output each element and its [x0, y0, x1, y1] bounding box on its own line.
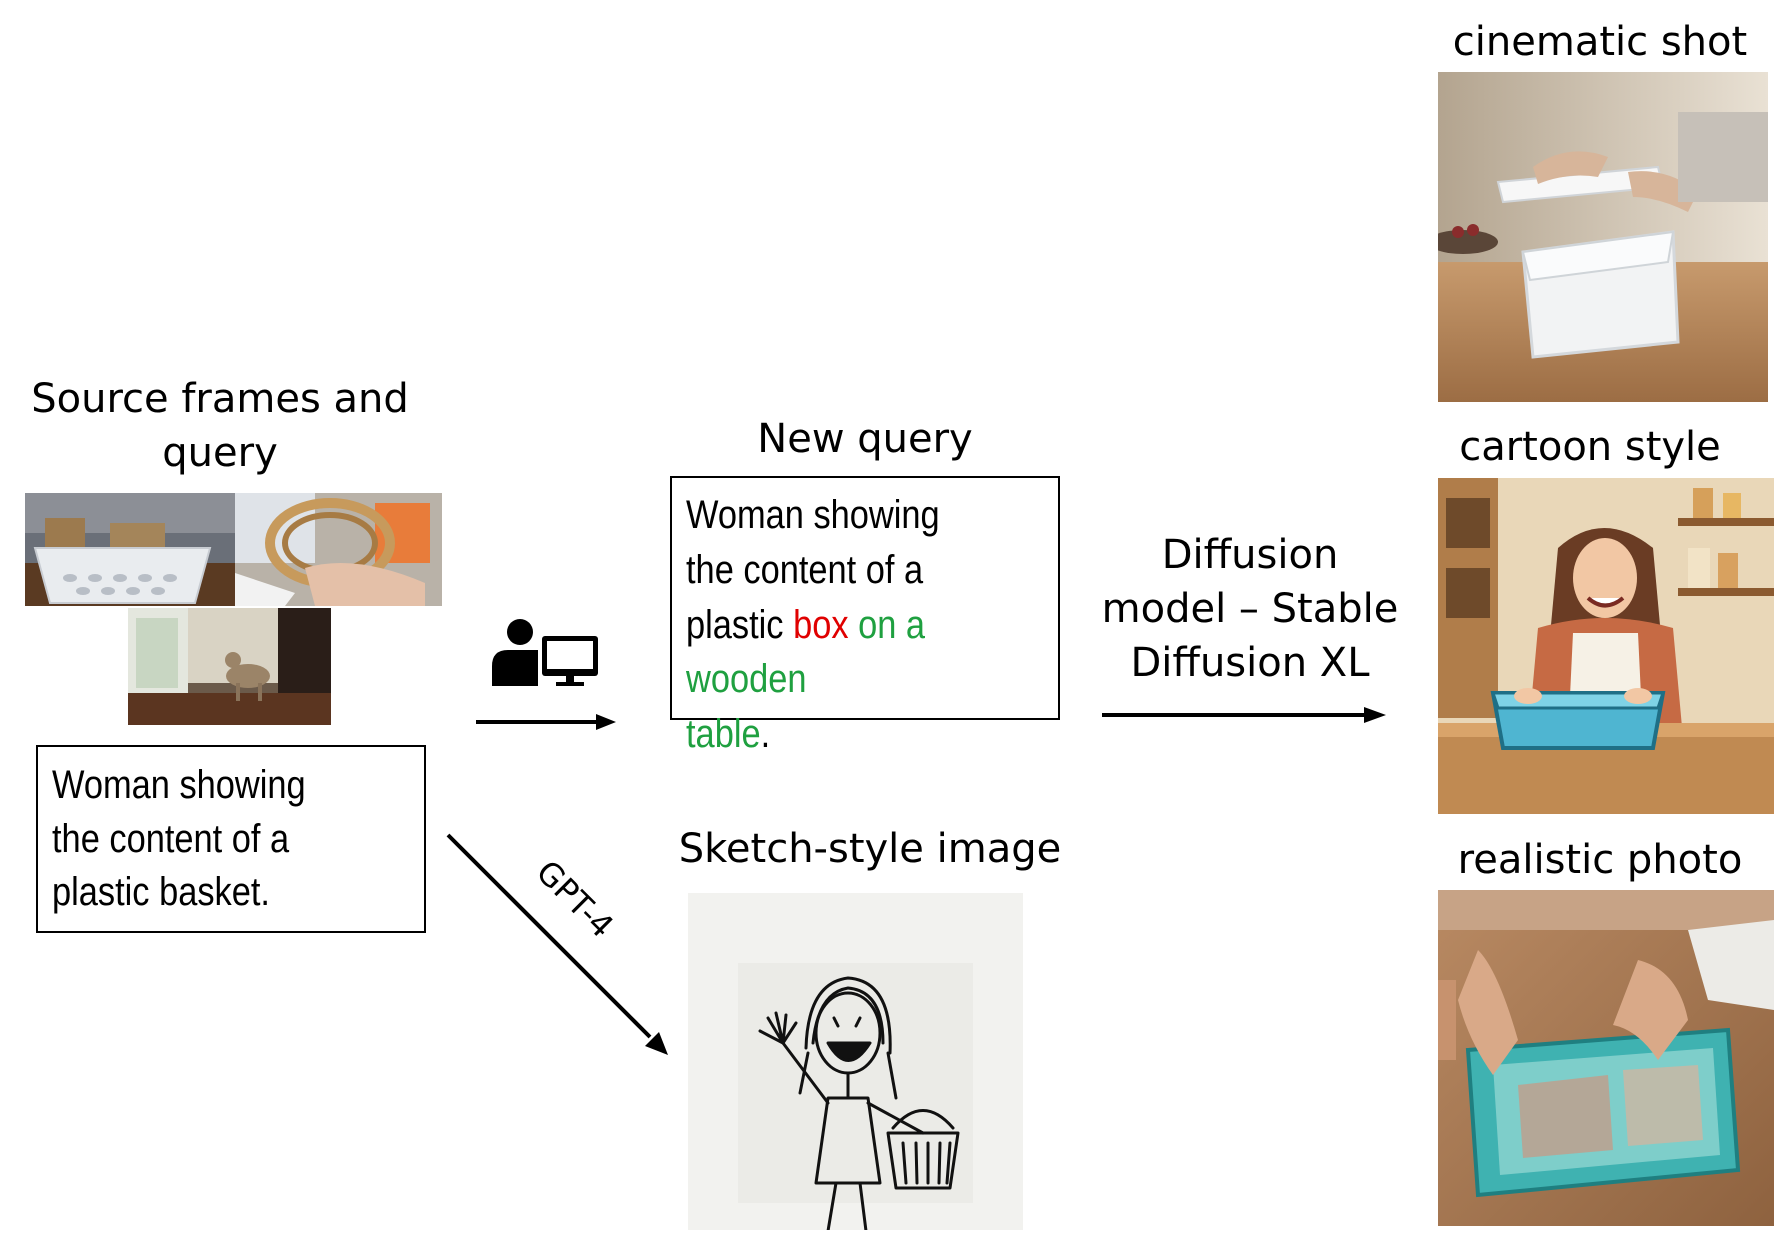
- new-query-text: Woman showing the content of a plastic b…: [686, 488, 987, 762]
- source-frame-3: [128, 608, 331, 725]
- source-frame-1: [25, 493, 235, 606]
- output-label-cinematic: cinematic shot: [1452, 19, 1748, 65]
- diffusion-label-line2: model – Stable: [1101, 586, 1399, 632]
- sketch-image: [688, 893, 1023, 1230]
- new-query-box: Woman showing the content of a plastic b…: [670, 476, 1060, 756]
- arrow-to-outputs: [1102, 707, 1386, 723]
- user-computer-icon: [490, 618, 610, 690]
- new-query-highlight-green-1: on a wooden: [686, 602, 926, 702]
- arrow-to-new-query: [476, 714, 616, 730]
- sketch-heading: Sketch-style image: [678, 826, 1062, 872]
- output-label-realistic: realistic photo: [1457, 837, 1743, 883]
- output-image-realistic: [1438, 890, 1774, 1226]
- output-label-cartoon: cartoon style: [1459, 424, 1721, 470]
- gpt4-arrow: [446, 833, 668, 1055]
- new-query-highlight-red: box: [793, 602, 849, 647]
- new-query-highlight-green-2: table: [686, 712, 761, 757]
- source-frame-2: [235, 493, 442, 606]
- source-heading-line2: query: [162, 430, 278, 476]
- source-heading-line1: Source frames and: [31, 376, 409, 422]
- output-image-cartoon: [1438, 478, 1774, 814]
- new-query-heading: New query: [757, 416, 973, 462]
- diffusion-label: Diffusion model – Stable Diffusion XL: [1075, 528, 1425, 690]
- output-image-cinematic: [1438, 72, 1768, 402]
- diffusion-label-line1: Diffusion: [1161, 532, 1339, 578]
- source-query-box: Woman showing the content of a plastic b…: [36, 745, 426, 933]
- new-query-text-plain: Woman showing the content of a plastic: [686, 493, 940, 647]
- diffusion-label-line3: Diffusion XL: [1130, 640, 1370, 686]
- source-query-text: Woman showing the content of a plastic b…: [52, 763, 306, 915]
- source-heading: Source frames and query: [20, 372, 420, 480]
- new-query-text-end: .: [760, 712, 771, 757]
